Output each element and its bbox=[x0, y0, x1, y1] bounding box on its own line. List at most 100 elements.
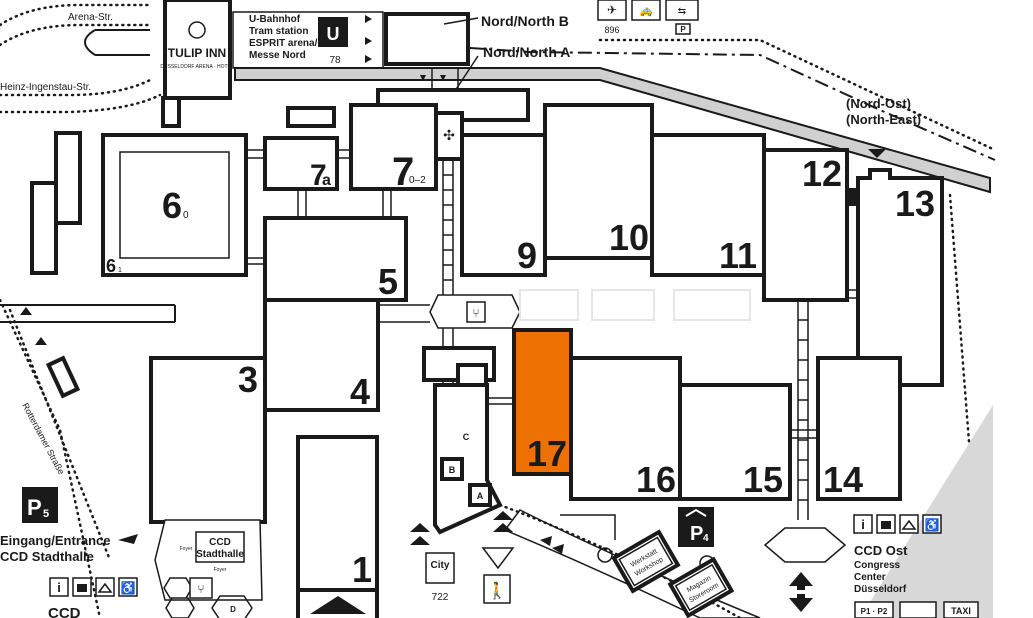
wheelchair-icon-2 bbox=[922, 514, 942, 534]
ccd-ost-title: CCD Ost bbox=[854, 543, 908, 558]
entrance-north-b: Nord/North B bbox=[481, 13, 569, 29]
svg-text:U-Bahnhof: U-Bahnhof bbox=[249, 14, 301, 25]
ccd-ost-l3: Center bbox=[854, 572, 886, 583]
plane-icon bbox=[597, 0, 627, 21]
svg-text:Foyer: Foyer bbox=[214, 567, 227, 573]
halls: 6 0 6 1 7 a 7 0–2 5 4 3 1 ✣ bbox=[101, 103, 944, 618]
cloakroom-icon bbox=[95, 577, 115, 597]
parking-p1-p2-sign bbox=[854, 601, 894, 618]
ubahn-info: U-Bahnhof Tram station ESPRIT arena/ Mes… bbox=[232, 11, 384, 69]
parking-p4-sign bbox=[678, 507, 714, 547]
hotel-block: TULIP INN DÜSSELDORF ARENA · HOTEL bbox=[160, 0, 234, 128]
svg-text:12: 12 bbox=[802, 153, 842, 194]
svg-text:i: i bbox=[861, 517, 865, 532]
small-buildings: C B A bbox=[422, 346, 514, 535]
svg-text:a: a bbox=[322, 172, 331, 189]
hall-9 bbox=[460, 133, 547, 277]
entrance-north-east-en: (North-East) bbox=[846, 112, 921, 127]
walking-icon bbox=[483, 574, 511, 604]
hall-17 bbox=[512, 328, 573, 476]
taxi-car-icon bbox=[631, 0, 661, 21]
svg-text:14: 14 bbox=[823, 459, 863, 500]
svg-text:5: 5 bbox=[43, 508, 49, 520]
top-icons: ✈ 896 🚕 ⇆ P bbox=[597, 0, 699, 35]
svg-text:⑂: ⑂ bbox=[197, 582, 204, 596]
svg-text:10: 10 bbox=[609, 217, 649, 258]
entrance-stadthalle: CCD Stadthalle bbox=[0, 549, 94, 564]
ccd-ost-l4: Düsseldorf bbox=[854, 584, 907, 595]
hall-12 bbox=[762, 148, 849, 302]
svg-text:5: 5 bbox=[378, 261, 398, 302]
svg-text:0–2: 0–2 bbox=[409, 175, 426, 186]
svg-text:🚶: 🚶 bbox=[487, 581, 507, 600]
city-bus-icon bbox=[425, 552, 455, 584]
bus-icon-2 bbox=[899, 601, 937, 618]
stadthalle-ccd: CCD bbox=[209, 537, 231, 548]
svg-text:⇆: ⇆ bbox=[678, 6, 686, 17]
svg-text:TAXI: TAXI bbox=[951, 606, 971, 616]
hall-4 bbox=[263, 298, 380, 412]
svg-text:City: City bbox=[431, 560, 450, 571]
city-bus-number: 722 bbox=[432, 592, 449, 603]
hall-7a bbox=[263, 136, 339, 191]
svg-text:Messe Nord: Messe Nord bbox=[249, 50, 306, 61]
svg-text:P1 · P2: P1 · P2 bbox=[861, 607, 888, 616]
hall-5 bbox=[263, 216, 408, 302]
hall-14 bbox=[816, 356, 902, 501]
restaurant-icon-2 bbox=[189, 577, 213, 599]
ccd-label: CCD bbox=[48, 605, 81, 618]
street-arena: Arena-Str. bbox=[68, 12, 113, 23]
bottom-right: i ♿ CCD Ost Congress Center Düsseldorf P… bbox=[853, 514, 979, 618]
svg-text:16: 16 bbox=[636, 459, 676, 500]
stadthalle-name: Stadthalle bbox=[196, 549, 244, 560]
building-d: D bbox=[230, 605, 236, 614]
hall-10 bbox=[543, 103, 654, 260]
bus-icon bbox=[665, 0, 699, 21]
svg-text:11: 11 bbox=[719, 235, 757, 276]
svg-text:1: 1 bbox=[118, 267, 122, 274]
entrance-north-a: Nord/North A bbox=[483, 44, 570, 60]
svg-text:6: 6 bbox=[106, 256, 116, 276]
hall-11 bbox=[650, 133, 766, 277]
street-rotterdamer: Rotterdamer Straße bbox=[20, 401, 66, 476]
entrance-main: Eingang/Entrance bbox=[0, 533, 111, 548]
hall-3 bbox=[149, 356, 267, 524]
ccd-ost-l2: Congress bbox=[854, 560, 901, 571]
parking-p5-sign bbox=[22, 487, 58, 523]
tulip-logo bbox=[188, 21, 206, 39]
svg-text:ESPRIT arena/: ESPRIT arena/ bbox=[249, 38, 318, 49]
svg-text:🚕: 🚕 bbox=[639, 5, 653, 17]
svg-text:7: 7 bbox=[310, 159, 327, 192]
svg-text:P: P bbox=[27, 495, 42, 520]
parking-sign-top: P bbox=[680, 25, 686, 34]
entrance-north-east-de: (Nord-Ost) bbox=[846, 96, 911, 111]
street-heinz: Heinz-Ingenstau-Str. bbox=[0, 82, 91, 93]
hall-6 bbox=[101, 133, 248, 277]
svg-text:3: 3 bbox=[238, 359, 258, 400]
building-a: A bbox=[477, 491, 484, 501]
hotel-name: TULIP INN bbox=[168, 46, 226, 60]
svg-text:i: i bbox=[57, 580, 61, 595]
svg-text:U: U bbox=[327, 24, 340, 44]
svg-text:6: 6 bbox=[162, 185, 182, 226]
info-icon bbox=[49, 577, 69, 597]
svg-text:P: P bbox=[690, 523, 703, 545]
hotel-sub: DÜSSELDORF ARENA · HOTEL bbox=[160, 63, 234, 70]
compass-icon: ✣ bbox=[443, 127, 455, 143]
cloakroom-icon-2 bbox=[899, 514, 919, 534]
svg-text:4: 4 bbox=[350, 371, 370, 412]
svg-text:15: 15 bbox=[743, 459, 783, 500]
svg-text:1: 1 bbox=[352, 549, 372, 590]
restaurant-icon bbox=[466, 301, 486, 323]
svg-text:✈: ✈ bbox=[607, 3, 617, 17]
svg-text:Tram station: Tram station bbox=[249, 26, 308, 37]
taxi-sign bbox=[943, 601, 979, 618]
ubahn-icon bbox=[318, 17, 348, 47]
building-b: B bbox=[449, 465, 456, 475]
svg-text:♿: ♿ bbox=[925, 518, 940, 532]
hall-7 bbox=[349, 103, 438, 191]
svg-text:17: 17 bbox=[527, 433, 567, 474]
hall-1 bbox=[296, 435, 379, 592]
svg-text:⑂: ⑂ bbox=[472, 306, 479, 320]
